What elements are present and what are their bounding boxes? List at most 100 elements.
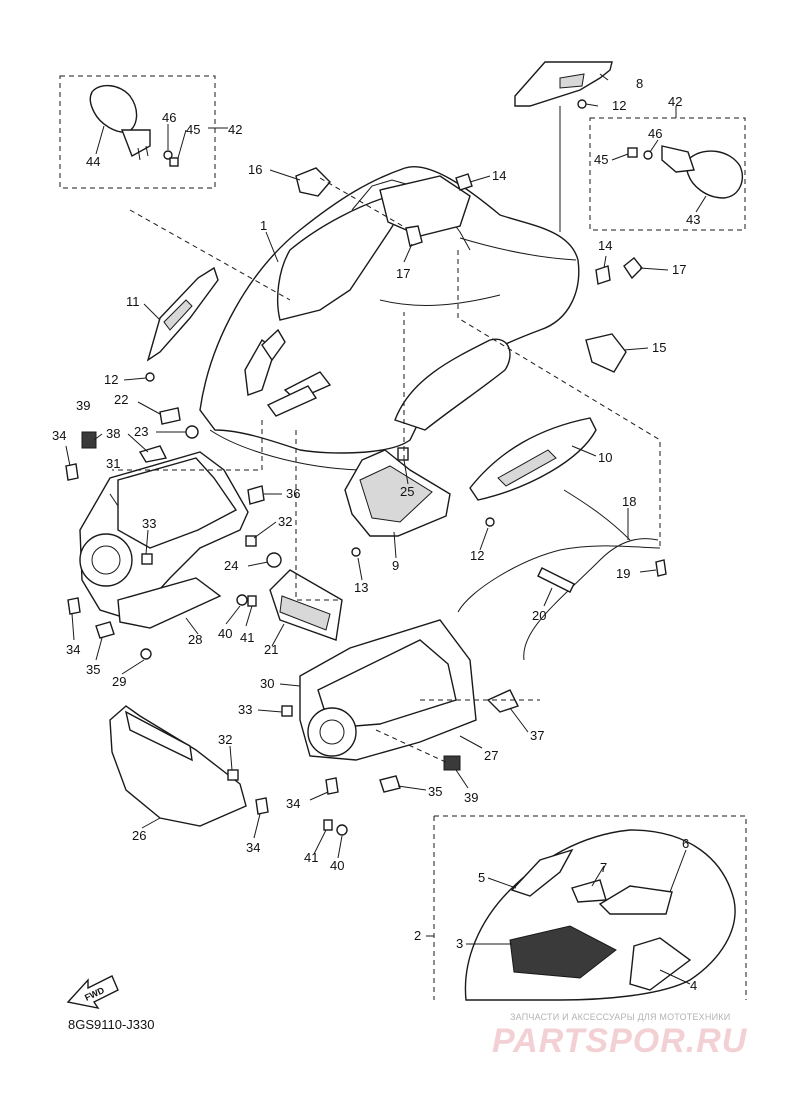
leader-43 [695, 195, 707, 213]
callout-11: 11 [126, 294, 140, 309]
bolt-part-22 [159, 407, 181, 425]
nut-part-41-top [247, 595, 257, 607]
fastener-part-16 [295, 167, 331, 197]
right-mirror-nut [627, 147, 638, 158]
front-cowl-left-panel [277, 195, 412, 321]
leader-35-right [397, 785, 427, 791]
left-inner-panel-group [79, 431, 249, 629]
bolt-part-17-center [405, 225, 423, 247]
callout-9: 9 [392, 558, 399, 573]
leader-6 [669, 849, 687, 893]
decal-cowl-outline [464, 829, 736, 1001]
callout-17-right: 17 [672, 262, 686, 277]
leader-19 [639, 569, 657, 573]
leader-33-bottom [257, 709, 283, 713]
leader-14-right [603, 255, 607, 269]
leader-44 [95, 125, 105, 155]
leader-34-a [65, 445, 71, 467]
windscreen-opening [379, 175, 471, 237]
left-mirror-bolts [137, 145, 149, 161]
callout-21: 21 [264, 642, 278, 657]
leader-7 [591, 865, 605, 887]
callout-31: 31 [106, 456, 120, 471]
leader-21 [271, 623, 285, 647]
bolt-part-35-right [379, 775, 401, 793]
callout-35-left: 35 [86, 662, 100, 677]
dashed-leader-left [112, 420, 263, 471]
front-cowl-group [199, 166, 580, 471]
leader-39-bottom [455, 769, 469, 789]
left-mirror-nut [169, 157, 179, 167]
leader-14-top [469, 175, 491, 183]
callout-40-bottom: 40 [330, 858, 344, 873]
right-mirror-kit-box [589, 117, 746, 231]
pad-part-39-bottom [443, 755, 461, 771]
leader-4 [659, 969, 691, 985]
decal-kit-box [433, 815, 747, 1000]
callout-13: 13 [354, 580, 368, 595]
leader-17-right [639, 267, 669, 271]
callout-41-top: 41 [240, 630, 254, 645]
callout-14-right: 14 [598, 238, 612, 253]
callout-44: 44 [86, 154, 100, 169]
callout-12-center: 12 [470, 548, 484, 563]
leader-39-top [93, 433, 103, 441]
washer-part-12-left [145, 372, 155, 382]
washer-part-13 [351, 547, 361, 557]
callout-7: 7 [600, 860, 607, 875]
pad-part-39-top [81, 431, 97, 449]
washer-part-40-bottom [336, 824, 348, 836]
dashed-leader-16 [319, 177, 407, 229]
callout-42-left: 42 [228, 122, 242, 137]
leader-33-top [145, 529, 149, 555]
callout-39-bottom: 39 [464, 790, 478, 805]
callout-38: 38 [106, 426, 120, 441]
callout-46-left: 46 [162, 110, 176, 125]
callout-41-bottom: 41 [304, 850, 318, 865]
callout-19: 19 [616, 566, 630, 581]
callout-27: 27 [484, 748, 498, 763]
callout-34-d: 34 [246, 840, 260, 855]
callout-4: 4 [690, 978, 697, 993]
watermark-logo: PARTSPOR.RU [492, 1022, 748, 1060]
lower-bracket-part-28 [117, 577, 222, 629]
callout-18: 18 [622, 494, 636, 509]
callout-45-right: 45 [594, 152, 608, 167]
right-mirror-washer [643, 150, 653, 160]
leader-34-b [71, 613, 75, 641]
leader-9 [393, 531, 397, 559]
leader-13 [357, 557, 363, 581]
right-mirror-housing [685, 150, 743, 199]
callout-36: 36 [286, 486, 300, 501]
callout-32-top: 32 [278, 514, 292, 529]
leader-34-d [253, 813, 261, 839]
callout-43: 43 [686, 212, 700, 227]
decal-part-3 [509, 925, 617, 979]
bolt-part-17-right [623, 257, 643, 280]
callout-33-top: 33 [142, 516, 156, 531]
leader-16 [269, 169, 301, 181]
decal-part-7 [571, 879, 607, 903]
callout-8: 8 [636, 76, 643, 91]
left-inner-panel-frame [117, 457, 238, 549]
left-speaker-housing [79, 533, 133, 587]
left-mirror-housing [89, 85, 138, 133]
nut-part-41-bottom [323, 819, 333, 831]
bolt-part-35-left [95, 621, 115, 639]
callout-2: 2 [414, 928, 421, 943]
leader-40-top [225, 605, 241, 625]
leader-45-right [611, 153, 629, 161]
leader-28 [185, 617, 199, 635]
leader-22 [137, 401, 161, 415]
callout-20: 20 [532, 608, 546, 623]
callout-25: 25 [400, 484, 414, 499]
duct-grille-10 [497, 449, 557, 487]
screw-part-34-a [65, 463, 79, 481]
leader-12-left [123, 377, 147, 381]
cable-part-18-c [563, 489, 631, 541]
callout-16: 16 [248, 162, 262, 177]
grommet-part-14-top [455, 173, 473, 191]
decal-part-5 [510, 848, 574, 897]
